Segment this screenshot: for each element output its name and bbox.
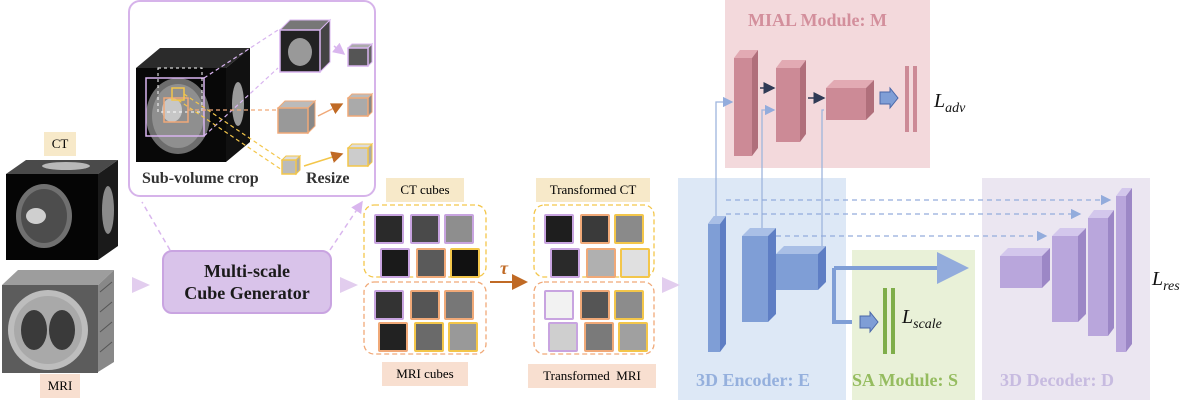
crop-label: Sub-volume crop <box>142 170 259 187</box>
input-arrow <box>132 277 150 293</box>
crop-brain-volume <box>136 48 250 162</box>
crop-cube-small <box>280 154 302 176</box>
mial-blocks <box>734 50 917 156</box>
ct-tag-text: CT <box>51 136 69 151</box>
sa-title: SA Module: S <box>852 370 959 390</box>
cube-generator-box: Multi-scale Cube Generator <box>162 250 332 314</box>
resized-cube-orange <box>346 92 374 118</box>
mial-module-panel <box>725 0 930 168</box>
mri-cube-thumb <box>414 322 444 352</box>
resized-cube-purple <box>346 42 374 68</box>
tau-symbol: τ <box>500 258 508 278</box>
resize-label: Resize <box>306 170 350 187</box>
transformed-mri-text: Transformed MRI <box>543 368 641 383</box>
ct-cubes-text: CT cubes <box>400 182 450 197</box>
transformed-mri-tag: Transformed MRI <box>528 364 656 388</box>
crop-cube-medium <box>276 99 317 135</box>
generator-arrow <box>340 277 358 293</box>
ct-volume <box>6 160 118 260</box>
transformed-ct-thumb <box>580 214 610 244</box>
ct-cubes-tag: CT cubes <box>386 178 464 202</box>
transformed-mri-thumb <box>544 290 574 320</box>
resized-cube-yellow <box>346 142 374 168</box>
mri-cube-thumb <box>374 290 404 320</box>
adv-loss-sub: adv <box>945 101 966 116</box>
ct-cube-thumb <box>450 248 480 278</box>
scale-loss-sub: scale <box>913 317 942 332</box>
mri-volume <box>2 270 114 373</box>
sa-bar-1 <box>883 288 887 354</box>
sa-bar-2 <box>891 288 895 354</box>
transformed-ct-thumb <box>550 248 580 278</box>
mri-cubes-group <box>363 281 487 355</box>
ct-cube-thumb <box>380 248 410 278</box>
transformed-mri-thumb <box>614 290 644 320</box>
mri-tag: MRI <box>40 374 80 398</box>
mri-cubes-text: MRI cubes <box>396 366 454 381</box>
generator-line-1: Multi-scale <box>204 261 290 281</box>
transformed-ct-text: Transformed CT <box>549 182 637 197</box>
mri-tag-text: MRI <box>47 378 73 393</box>
mri-cube-thumb <box>448 322 478 352</box>
decoder-blocks <box>1000 188 1132 352</box>
ct-cube-thumb <box>410 214 440 244</box>
scale-loss-label: Lscale <box>902 306 942 333</box>
mri-cube-thumb <box>410 290 440 320</box>
mial-title: MIAL Module: M <box>748 10 887 30</box>
mial-output-arrow <box>879 86 899 110</box>
transformed-ct-tag: Transformed CT <box>536 178 650 202</box>
adv-loss-label: Ladv <box>934 90 965 117</box>
crop-cube-large <box>278 18 332 74</box>
transform-out-arrow <box>662 277 680 293</box>
encoder-blocks <box>708 216 826 352</box>
ct-cube-thumb <box>444 214 474 244</box>
decoder-title: 3D Decoder: D <box>1000 370 1114 390</box>
ct-cube-thumb <box>374 214 404 244</box>
mri-cube-thumb <box>378 322 408 352</box>
scale-loss-main: L <box>902 306 914 328</box>
transformed-ct-thumb <box>544 214 574 244</box>
generator-line-2: Cube Generator <box>184 283 310 303</box>
adv-loss-main: L <box>934 90 946 112</box>
transformed-ct-thumb <box>614 214 644 244</box>
ct-cube-thumb <box>416 248 446 278</box>
encoder-title: 3D Encoder: E <box>696 370 810 390</box>
transformed-mri-group <box>533 281 655 355</box>
res-loss-label: Lres <box>1152 268 1180 295</box>
ct-tag: CT <box>44 132 76 156</box>
transformed-mri-thumb <box>580 290 610 320</box>
transformed-ct-thumb <box>620 248 650 278</box>
mri-cube-thumb <box>444 290 474 320</box>
mri-cubes-tag: MRI cubes <box>382 362 468 386</box>
transformed-ct-thumb <box>586 248 616 278</box>
transformed-mri-thumb <box>618 322 648 352</box>
transformed-mri-thumb <box>548 322 578 352</box>
transformed-mri-thumb <box>584 322 614 352</box>
sa-input-arrow <box>859 310 879 334</box>
res-loss-sub: res <box>1163 279 1180 294</box>
res-loss-main: L <box>1152 268 1164 290</box>
